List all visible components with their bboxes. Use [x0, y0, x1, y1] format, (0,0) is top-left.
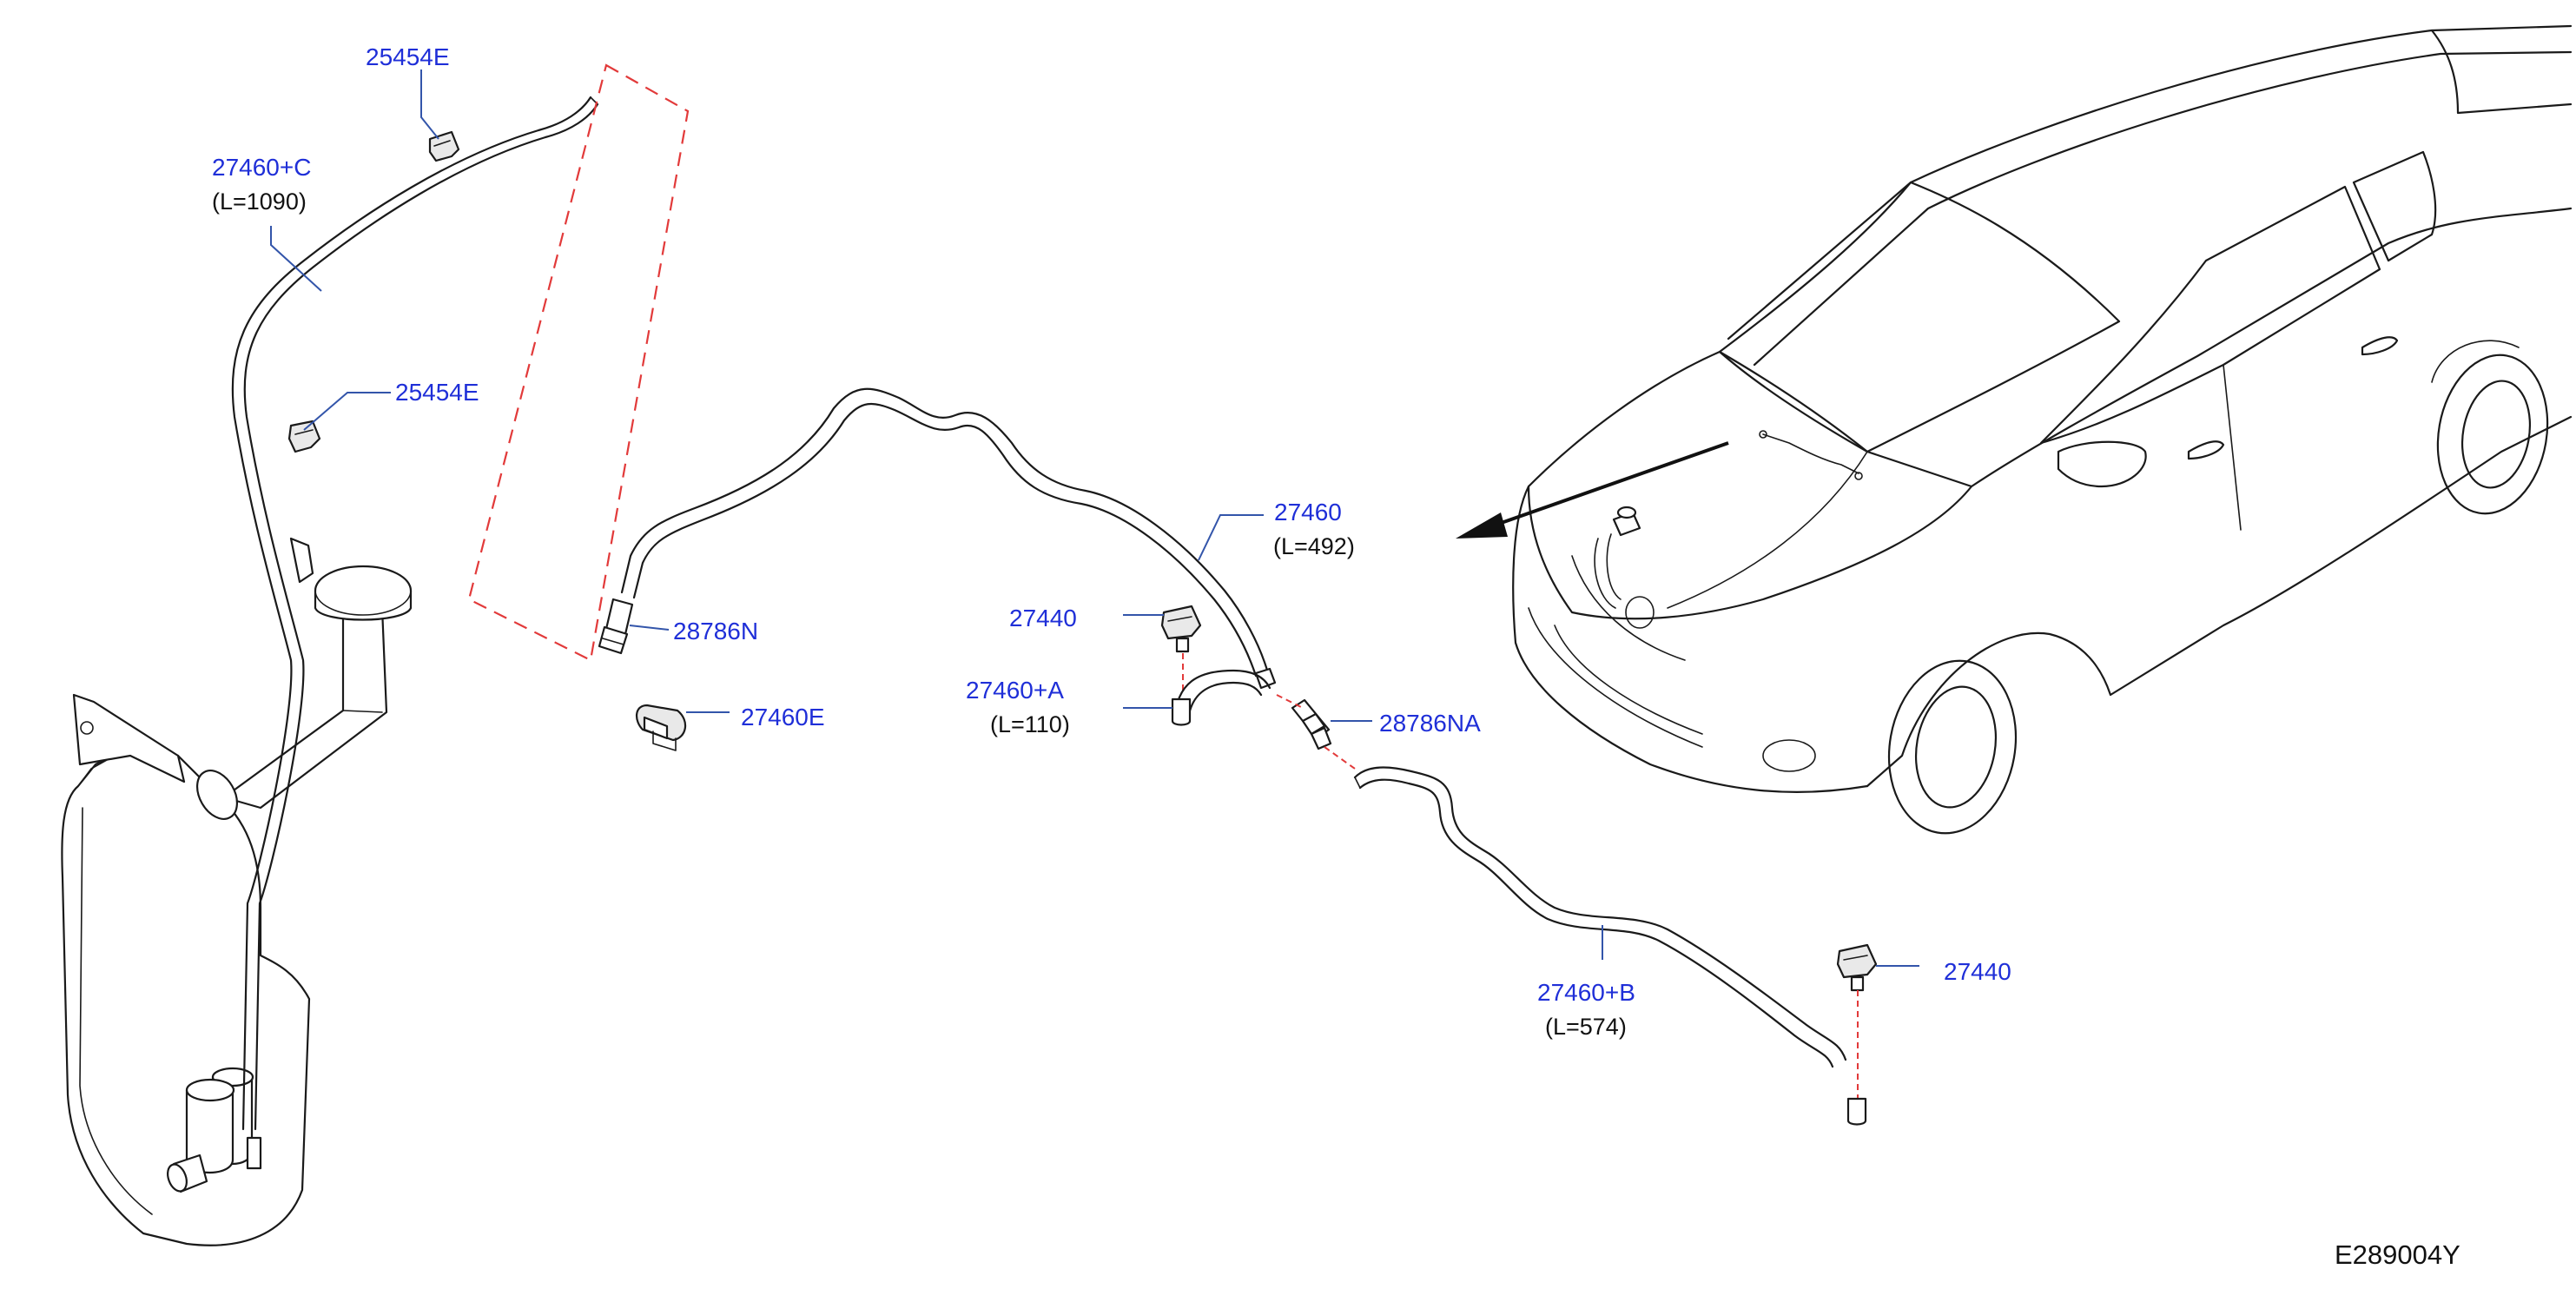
diagram-code: E289004Y — [2335, 1239, 2460, 1270]
clip-25454e-lower — [287, 420, 321, 453]
nozzle-27440-right — [1836, 943, 1878, 992]
label-27460: 27460 — [1274, 499, 1342, 526]
clamp-27460e — [636, 704, 687, 751]
label-25454e-upper: 25454E — [366, 43, 450, 70]
direction-arrow — [1456, 441, 1729, 539]
connector-28786n — [598, 598, 634, 655]
length-27460b: (L=574) — [1545, 1014, 1627, 1040]
length-27460a: (L=110) — [990, 711, 1070, 737]
length-27460: (L=492) — [1273, 533, 1355, 559]
label-27460b: 27460+B — [1537, 979, 1635, 1006]
length-27460c: (L=1090) — [212, 188, 307, 215]
hose-27460b — [1353, 766, 1847, 1068]
label-27460e: 27460E — [741, 704, 825, 730]
label-27460c: 27460+C — [212, 154, 311, 181]
hose-27460 — [620, 387, 1277, 690]
nozzle-27440-left — [1160, 605, 1202, 653]
label-27460a: 27460+A — [966, 677, 1064, 704]
hose-b-end-fitting — [1846, 1097, 1867, 1126]
clip-25454e-upper — [428, 130, 460, 162]
label-27440-right: 27440 — [1944, 958, 2011, 985]
dashed-link-connector-na — [1276, 694, 1356, 770]
label-28786n: 28786N — [673, 618, 758, 644]
washer-tank — [61, 565, 413, 1246]
hose-27460a — [1171, 669, 1271, 726]
connector-28786na — [1291, 698, 1332, 750]
vehicle-outline — [1512, 24, 2573, 835]
label-27440-left: 27440 — [1009, 605, 1077, 631]
dashed-link-hose-c — [467, 63, 690, 662]
label-25454e-lower: 25454E — [395, 379, 479, 406]
leader-lines — [270, 69, 1919, 967]
label-28786na: 28786NA — [1379, 710, 1481, 737]
